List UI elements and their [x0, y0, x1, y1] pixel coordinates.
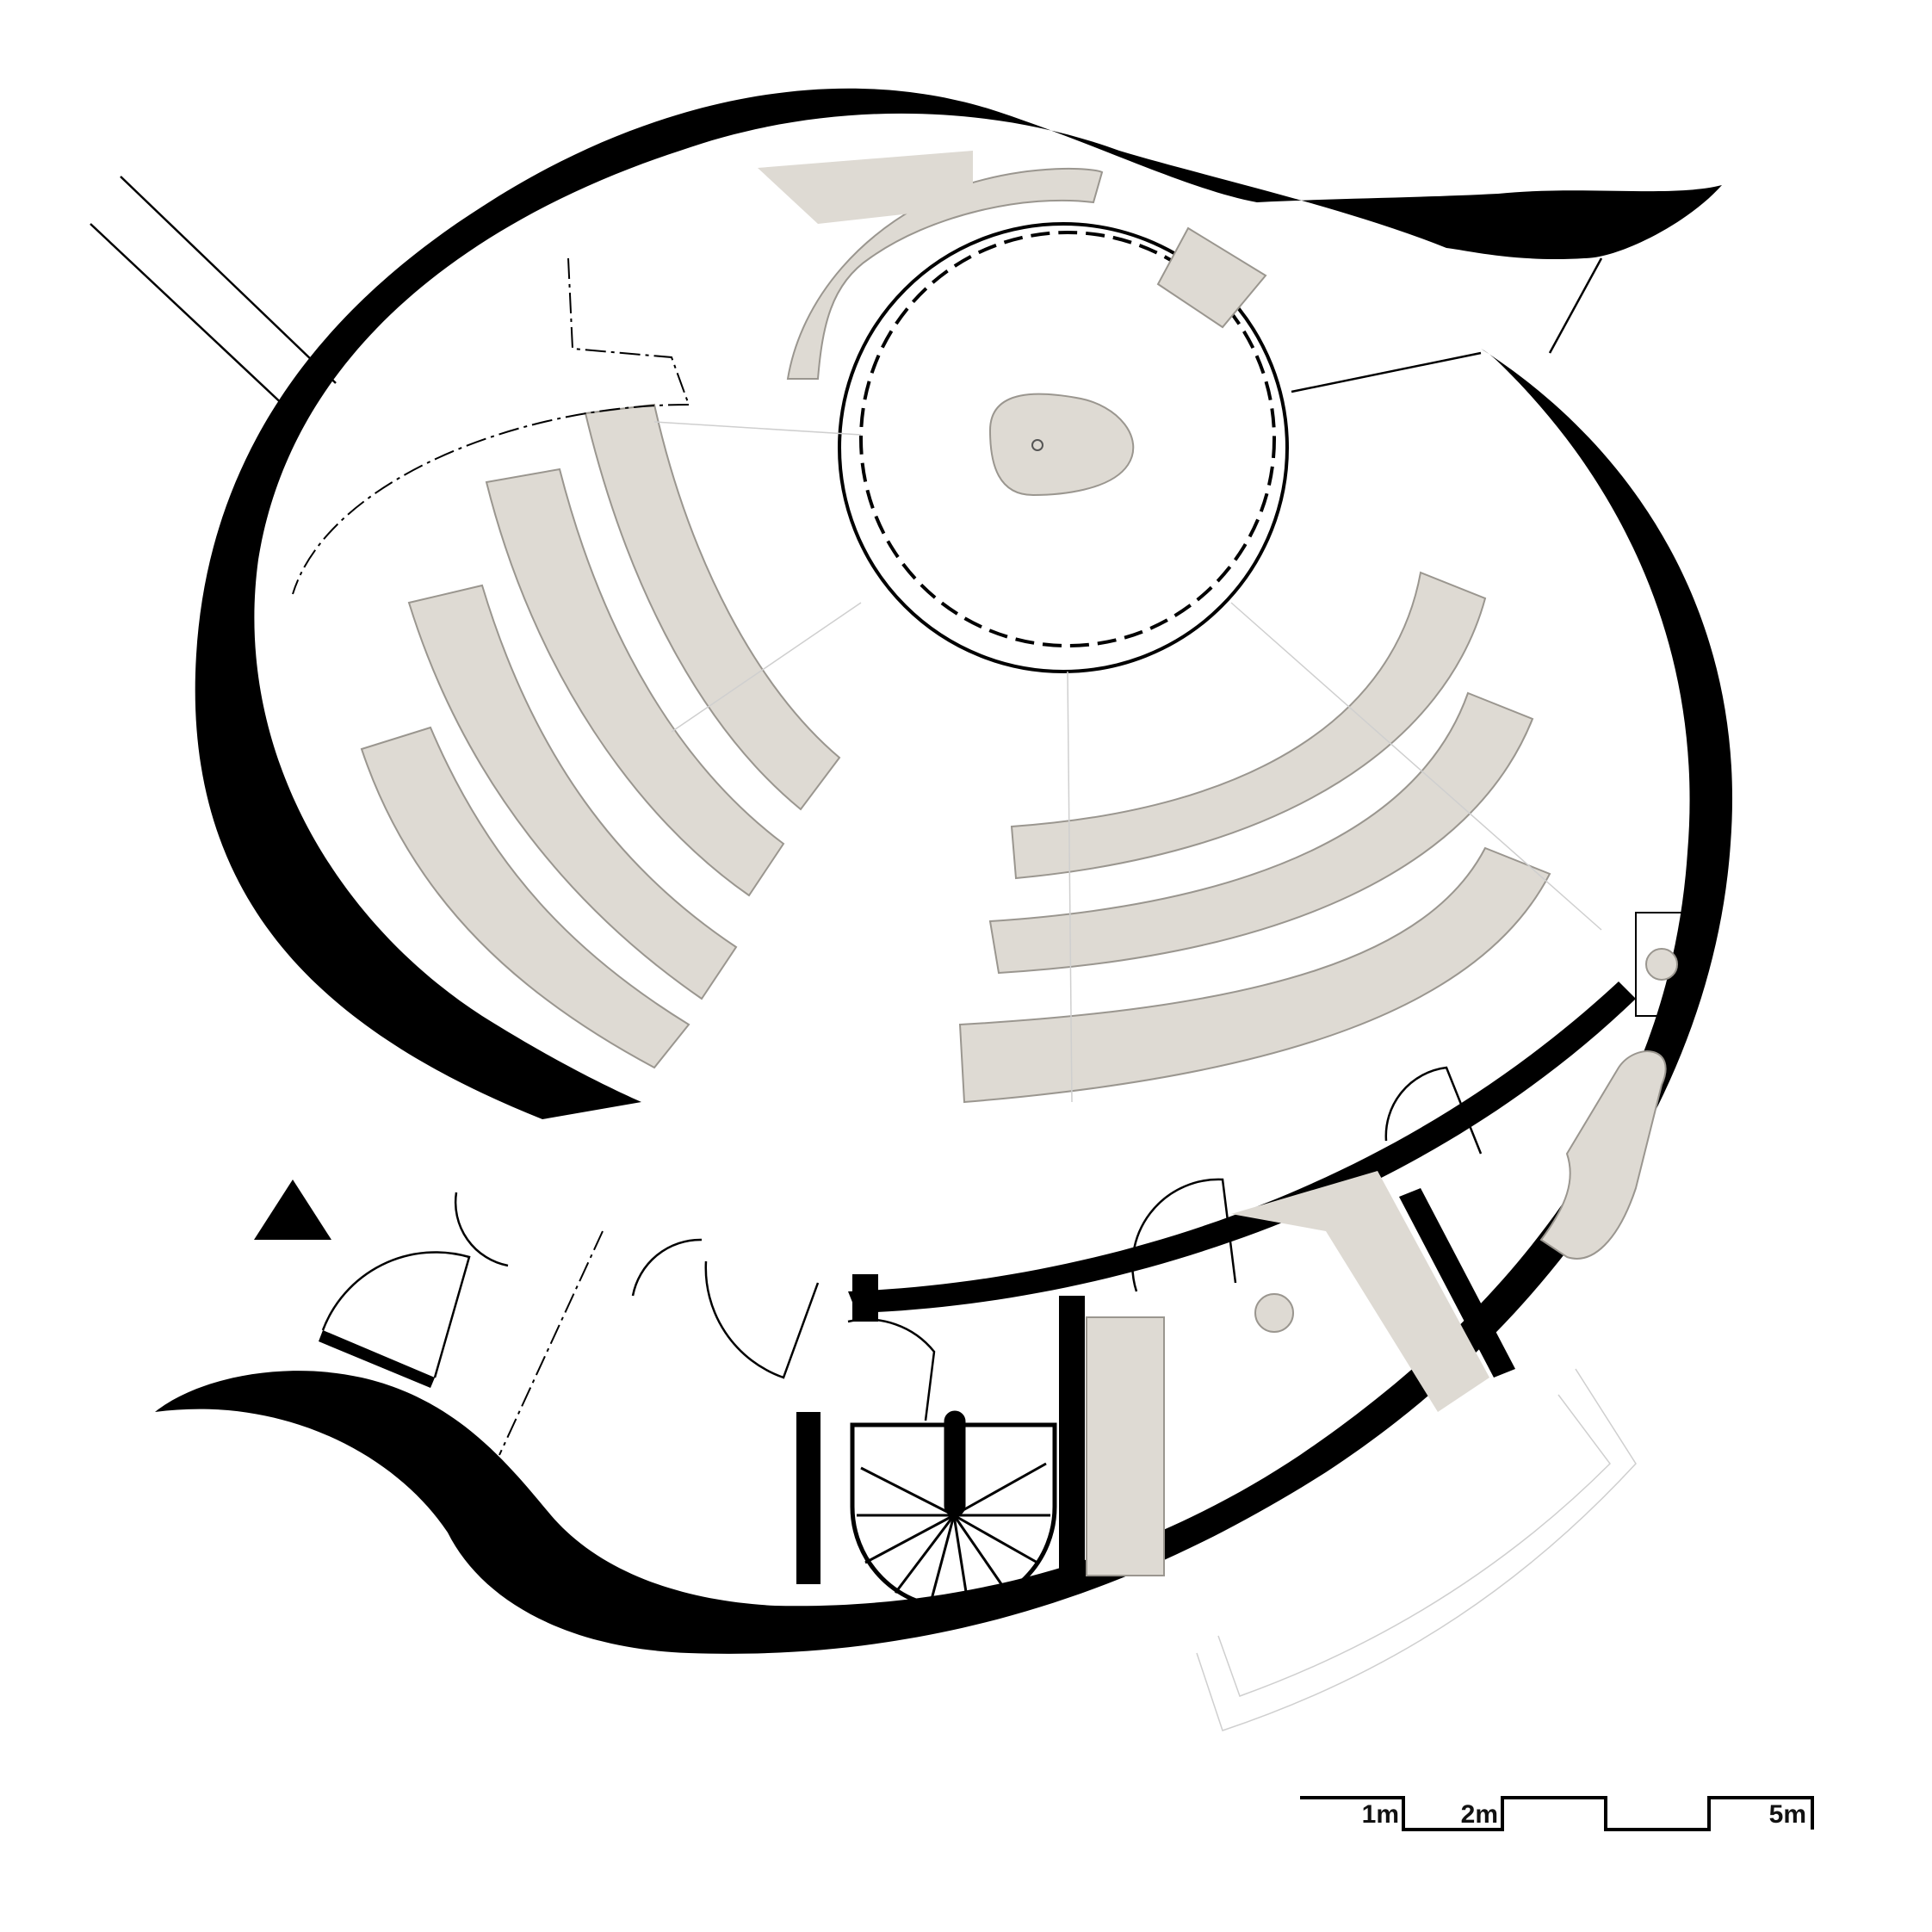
top-right-chair — [1156, 226, 1267, 329]
side-closet — [1635, 912, 1688, 1017]
bath-fixture — [1539, 1050, 1667, 1260]
storage-strip — [1086, 1316, 1165, 1576]
bench-row — [584, 403, 841, 811]
boundary-lines — [292, 257, 690, 1456]
kitchen-counter — [1231, 1171, 1489, 1412]
toilet — [1254, 1293, 1294, 1333]
bench-row — [958, 846, 1551, 1104]
left-bench-group — [360, 403, 841, 1069]
door-swing — [321, 1251, 471, 1378]
bench-row — [485, 468, 785, 897]
scale-label-1m: 1m — [1362, 1800, 1399, 1829]
triangle-icon — [254, 1180, 331, 1240]
right-bench-group — [958, 571, 1551, 1104]
bench-row — [988, 691, 1534, 975]
service-wall — [1399, 1188, 1515, 1378]
roof-edge — [1291, 257, 1603, 393]
door-swing — [454, 1192, 509, 1267]
bench-row — [360, 726, 690, 1069]
door-swing — [1131, 1178, 1237, 1292]
stair-wall-right — [1059, 1296, 1085, 1588]
bench-row — [1010, 571, 1487, 880]
guide-lines — [653, 421, 1637, 1731]
outer-wall — [195, 88, 1723, 1119]
central-room-wall — [838, 222, 1289, 673]
top-left-bench — [758, 151, 973, 224]
scale-bar: 1m 2m 5m — [1300, 1796, 1814, 1831]
door-swing — [1384, 1066, 1483, 1155]
entrance-ramp — [90, 176, 337, 423]
scale-bar-line — [1300, 1796, 1814, 1831]
door-swing — [704, 1260, 820, 1379]
door-swing — [847, 1318, 936, 1421]
table-center-mark — [1031, 439, 1043, 451]
central-room-dashed — [859, 231, 1276, 647]
stair-wall-left — [796, 1412, 820, 1584]
curved-bench-top — [786, 167, 1104, 380]
spiral-stair — [850, 1410, 1057, 1610]
bench-row — [407, 584, 738, 1000]
scale-label-2m: 2m — [1461, 1800, 1498, 1829]
doors — [321, 1066, 1483, 1421]
door-swing — [631, 1238, 703, 1297]
central-table — [988, 393, 1135, 497]
scale-label-5m: 5m — [1769, 1800, 1806, 1829]
door-leaf — [319, 1330, 435, 1388]
entry-pier — [852, 1274, 878, 1322]
washbasin — [1645, 948, 1678, 981]
